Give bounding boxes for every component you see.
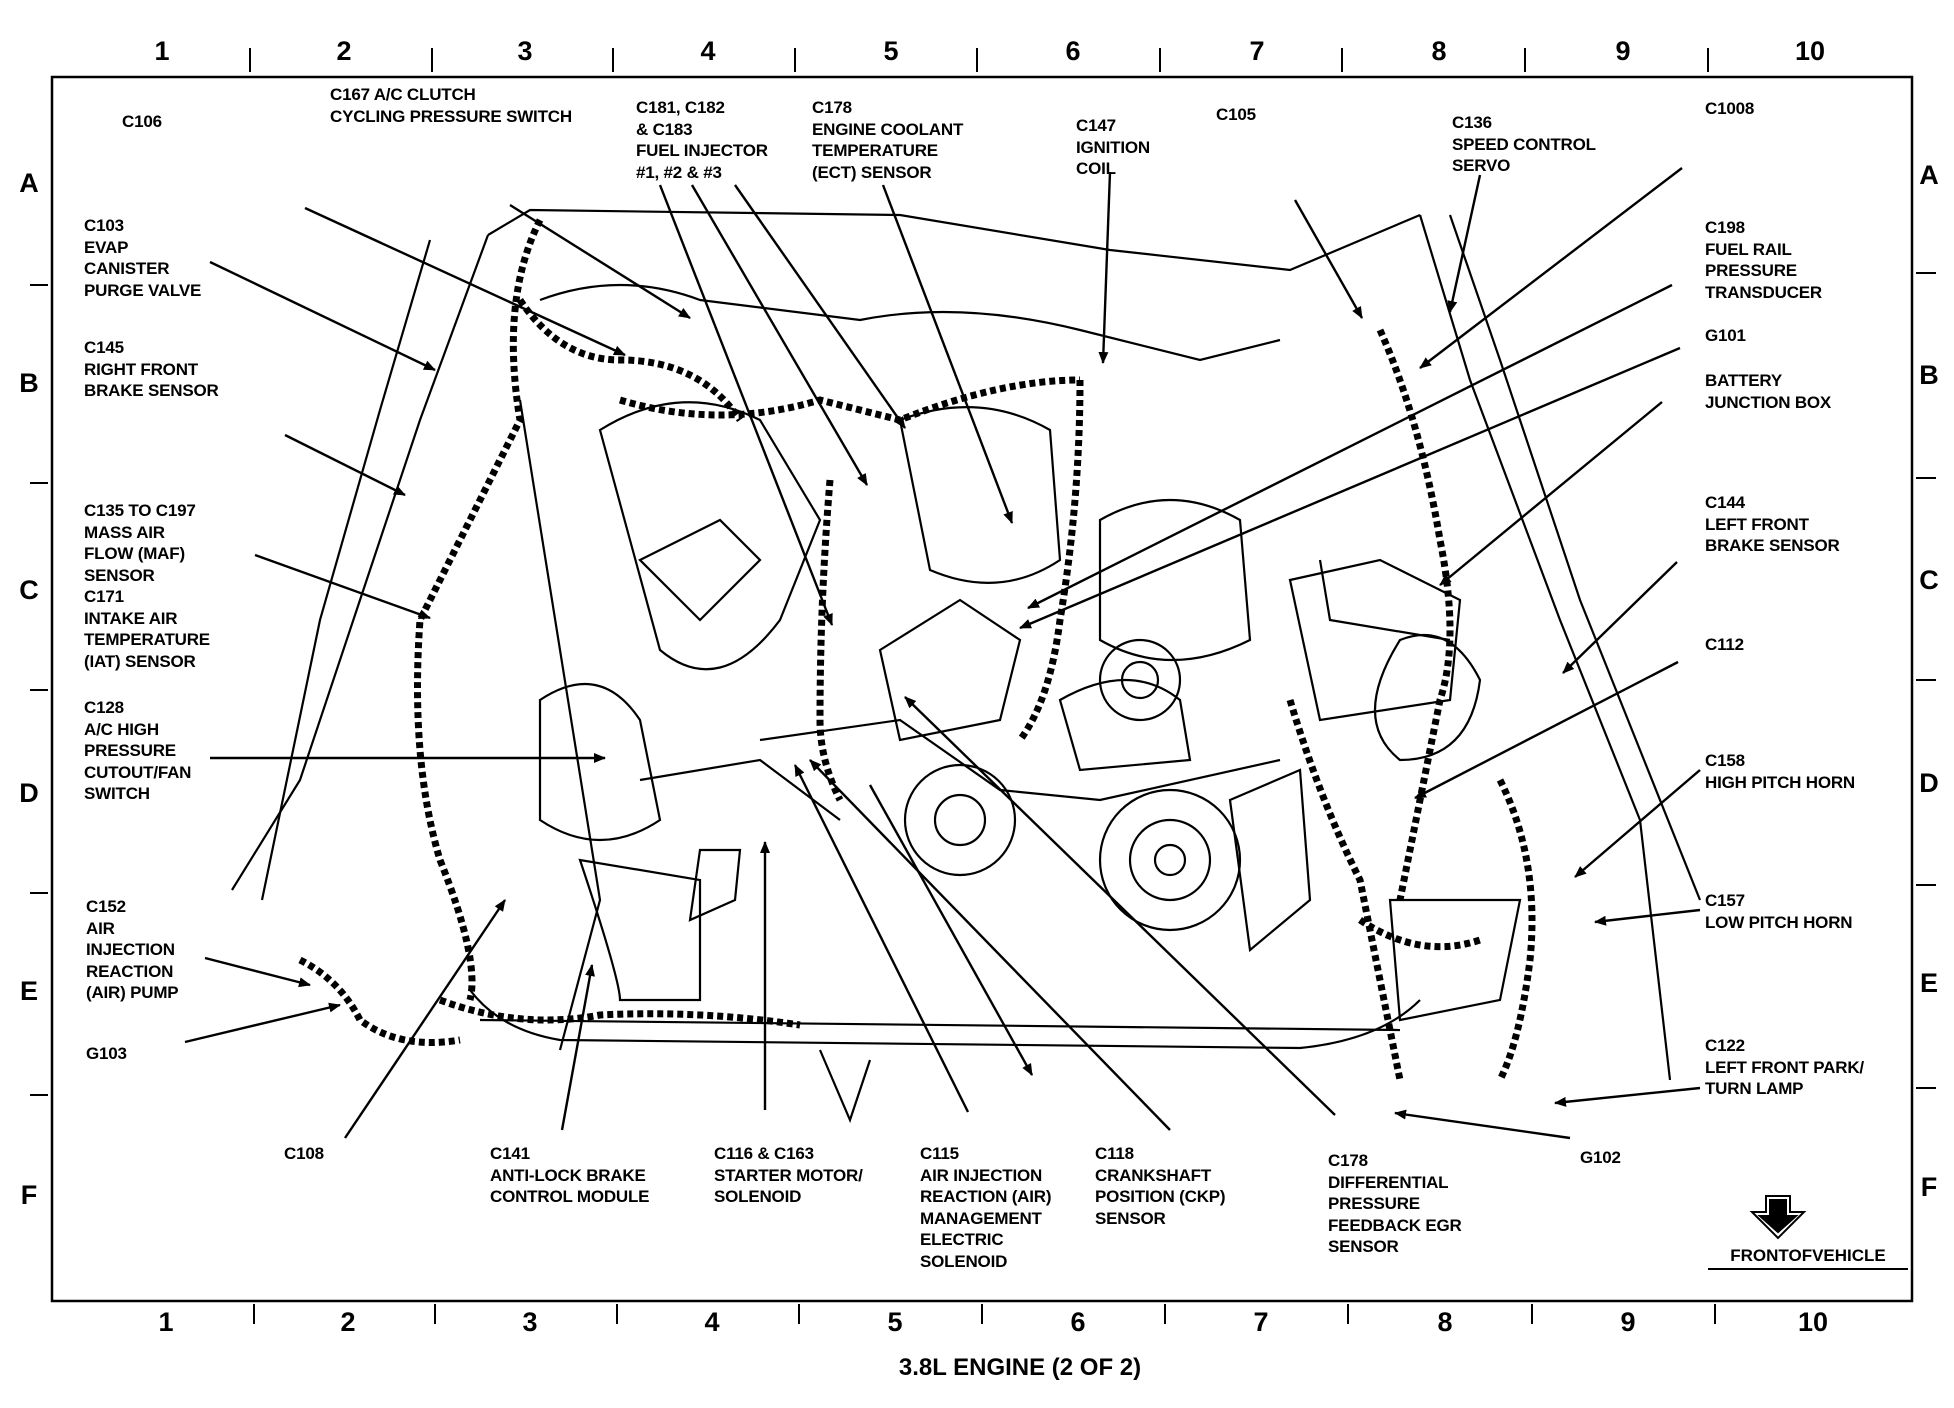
grid-row-left-e: E xyxy=(19,976,38,1006)
label-c108: C108 xyxy=(284,1144,324,1163)
label-c158-high-pitch-horn: C158 HIGH PITCH HORN xyxy=(1705,751,1856,792)
label-c128-ac-high-pressure-switch: C128 A/C HIGH PRESSURE CUTOUT/FAN SWITCH xyxy=(84,698,192,803)
label-c112: C112 xyxy=(1705,635,1744,654)
grid-col-top-2: 2 xyxy=(336,36,352,66)
grid-row-right-d: D xyxy=(1919,768,1939,798)
front-of-vehicle-label: FRONTOFVEHICLE xyxy=(1730,1246,1886,1265)
label-c122-left-front-park-lamp: C122 LEFT FRONT PARK/ TURN LAMP xyxy=(1705,1036,1864,1098)
label-c115-air-solenoid: C115 AIR INJECTION REACTION (AIR) MANAGE… xyxy=(920,1144,1052,1271)
grid-col-top-1: 1 xyxy=(154,36,170,66)
grid-row-right-b: B xyxy=(1919,360,1939,390)
grid-ticks xyxy=(30,48,1936,1324)
grid-col-top-7: 7 xyxy=(1249,36,1265,66)
grid-col-bottom-1: 1 xyxy=(158,1307,174,1337)
label-c135-maf-iat-sensor: C135 TO C197 MASS AIR FLOW (MAF) SENSOR … xyxy=(84,501,210,671)
grid-col-top-8: 8 xyxy=(1431,36,1447,66)
label-c147-ignition-coil: C147 IGNITION COIL xyxy=(1076,116,1150,178)
grid-col-top-4: 4 xyxy=(700,36,716,66)
grid-col-bottom-6: 6 xyxy=(1070,1307,1086,1337)
front-of-vehicle-underline xyxy=(1708,1268,1908,1270)
label-g103: G103 xyxy=(86,1044,127,1063)
grid-col-bottom-5: 5 xyxy=(887,1307,903,1337)
grid-col-bottom-2: 2 xyxy=(340,1307,356,1337)
grid-row-right-c: C xyxy=(1919,565,1939,595)
diagram-caption: 3.8L ENGINE (2 OF 2) xyxy=(898,1354,1142,1381)
grid-col-top-10: 10 xyxy=(1794,36,1826,66)
label-c118-ckp-sensor: C118 CRANKSHAFT POSITION (CKP) SENSOR xyxy=(1095,1144,1226,1228)
grid-col-top-3: 3 xyxy=(517,36,533,66)
label-c152-air-pump: C152 AIR INJECTION REACTION (AIR) PUMP xyxy=(86,897,179,1002)
grid-row-left-a: A xyxy=(19,168,39,198)
diagram-frame xyxy=(50,75,1914,1303)
label-g102: G102 xyxy=(1580,1148,1621,1167)
engine-bay xyxy=(231,208,1702,1124)
label-c106: C106 xyxy=(122,112,162,131)
front-of-vehicle-arrow-icon xyxy=(1749,1195,1807,1240)
label-c178-ect-sensor: C178 ENGINE COOLANT TEMPERATURE (ECT) SE… xyxy=(812,98,964,182)
label-c198-fuel-rail-transducer: C198 FUEL RAIL PRESSURE TRANSDUCER xyxy=(1705,218,1823,302)
grid-col-top-6: 6 xyxy=(1065,36,1081,66)
leader-lines xyxy=(184,167,1701,1140)
grid-row-left-d: D xyxy=(19,778,39,808)
label-c1008: C1008 xyxy=(1705,99,1755,118)
label-g101: G101 xyxy=(1705,326,1746,345)
label-c141-abs-module: C141 ANTI-LOCK BRAKE CONTROL MODULE xyxy=(490,1144,650,1206)
label-c167-ac-clutch-switch: C167 A/C CLUTCH CYCLING PRESSURE SWITCH xyxy=(330,85,572,126)
grid-col-bottom-4: 4 xyxy=(704,1307,720,1337)
label-c145-right-front-brake-sensor: C145 RIGHT FRONT BRAKE SENSOR xyxy=(84,338,219,400)
label-c136-speed-control-servo: C136 SPEED CONTROL SERVO xyxy=(1452,113,1596,175)
label-c157-low-pitch-horn: C157 LOW PITCH HORN xyxy=(1705,891,1853,932)
grid-row-right-e: E xyxy=(1919,968,1938,998)
label-c144-left-front-brake-sensor: C144 LEFT FRONT BRAKE SENSOR xyxy=(1705,493,1840,555)
label-c116-starter-motor: C116 & C163 STARTER MOTOR/ SOLENOID xyxy=(714,1144,863,1206)
grid-col-top-5: 5 xyxy=(883,36,899,66)
label-c178-egr-sensor: C178 DIFFERENTIAL PRESSURE FEEDBACK EGR … xyxy=(1328,1151,1462,1256)
grid-row-left-f: F xyxy=(20,1180,38,1210)
label-battery-junction-box: BATTERY JUNCTION BOX xyxy=(1705,371,1832,412)
grid-col-bottom-7: 7 xyxy=(1253,1307,1269,1337)
grid-col-bottom-9: 9 xyxy=(1620,1307,1636,1337)
grid-row-left-c: C xyxy=(19,575,39,605)
grid-row-right-a: A xyxy=(1919,160,1939,190)
label-c103-evap-purge-valve: C103 EVAP CANISTER PURGE VALVE xyxy=(84,216,202,300)
grid-row-left-b: B xyxy=(19,368,39,398)
grid-col-top-9: 9 xyxy=(1615,36,1631,66)
wiring-harness xyxy=(298,218,1536,1082)
grid-col-bottom-10: 10 xyxy=(1797,1307,1829,1337)
grid-col-bottom-3: 3 xyxy=(522,1307,538,1337)
label-c105: C105 xyxy=(1216,105,1256,124)
grid-row-right-f: F xyxy=(1920,1172,1938,1202)
label-c181-fuel-injectors: C181, C182 & C183 FUEL INJECTOR #1, #2 &… xyxy=(636,98,768,182)
grid-col-bottom-8: 8 xyxy=(1437,1307,1453,1337)
